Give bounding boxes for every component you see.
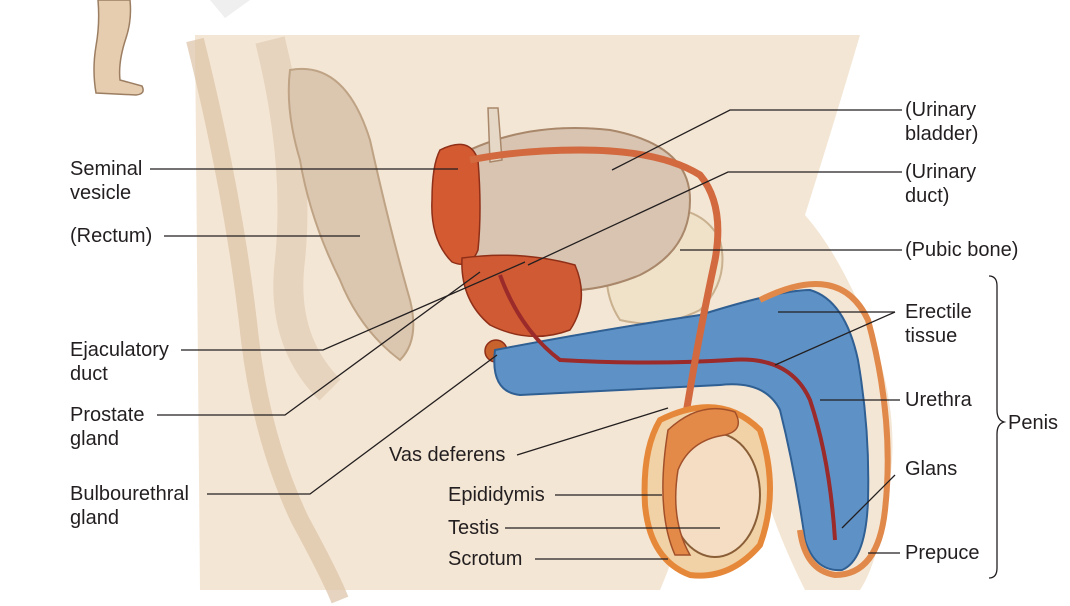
label-line: tissue xyxy=(905,325,958,347)
label-line: gland xyxy=(70,507,119,529)
label-penis: Penis xyxy=(1008,412,1059,434)
leader-glans xyxy=(841,474,896,529)
label-scrotum: Scrotum xyxy=(448,548,523,570)
label-epididymis: Epididymis xyxy=(448,484,545,506)
watermark-shape xyxy=(210,0,250,18)
leader-urinary-duct xyxy=(527,171,902,266)
leader-ejaculatory-duct xyxy=(181,261,526,351)
prostate-shape xyxy=(461,254,583,338)
label-rectum: (Rectum) xyxy=(70,225,153,247)
label-line: duct) xyxy=(905,185,950,207)
label-ejaculatory-duct: Ejaculatory duct xyxy=(70,338,169,386)
label-prostate-gland: Prostate gland xyxy=(70,403,144,451)
label-line: vesicle xyxy=(70,182,132,204)
label-vas-deferens: Vas deferens xyxy=(389,444,506,466)
label-urinary-duct: (Urinary duct) xyxy=(905,160,976,208)
penis-bracket xyxy=(988,275,1007,579)
label-prepuce: Prepuce xyxy=(905,542,980,564)
label-bulbourethral-gland: Bulbourethral gland xyxy=(70,482,189,530)
label-testis: Testis xyxy=(448,517,500,539)
epididymis-shape xyxy=(662,407,740,556)
leader-erectile-2 xyxy=(774,311,896,366)
body-silhouette-thumbnail xyxy=(93,0,144,96)
leader-bulbourethral xyxy=(207,354,498,495)
rectum-shape xyxy=(287,67,415,362)
label-erectile-tissue: Erectile tissue xyxy=(905,300,972,348)
urethra-path xyxy=(498,274,837,541)
leader-prostate-gland xyxy=(157,271,481,416)
label-line: duct xyxy=(70,363,108,385)
label-line: Seminal xyxy=(70,158,143,180)
back-contour xyxy=(186,37,349,604)
leader-lines xyxy=(150,109,1007,579)
leader-urinary-bladder xyxy=(611,109,902,171)
ureter-stub xyxy=(487,107,503,163)
label-urinary-bladder: (Urinary bladder) xyxy=(905,98,978,146)
label-line: Prostate xyxy=(70,404,145,426)
label-line: (Urinary xyxy=(905,99,977,121)
penis-skin-outline xyxy=(758,281,891,579)
label-glans: Glans xyxy=(905,458,958,480)
label-line: Bulbourethral xyxy=(70,483,189,505)
label-pubic-bone: (Pubic bone) xyxy=(905,239,1019,261)
label-line: bladder) xyxy=(905,123,979,145)
label-line: Ejaculatory xyxy=(70,339,169,361)
label-line: (Urinary xyxy=(905,161,977,183)
label-line: gland xyxy=(70,428,119,450)
label-urethra: Urethra xyxy=(905,389,972,411)
label-line: Erectile xyxy=(905,301,972,323)
leader-vas-deferens xyxy=(516,407,669,456)
label-seminal-vesicle: Seminal vesicle xyxy=(70,157,142,205)
spine-shadow xyxy=(255,36,341,401)
